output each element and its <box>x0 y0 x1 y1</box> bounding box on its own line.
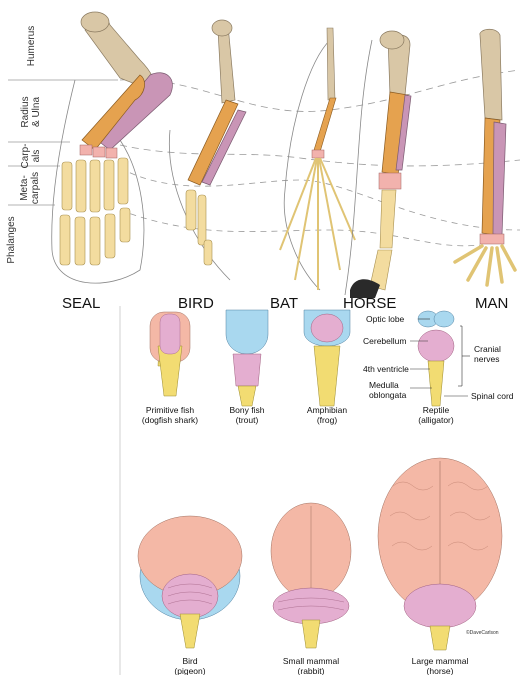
brain-comparison-diagram: Primitive fish(dogfish shark) Bony fish(… <box>118 306 525 675</box>
cerebellum-label: Cerebellum <box>363 336 406 346</box>
bony-fish-caption: Bony fish(trout) <box>230 405 265 425</box>
bird-limb <box>169 20 246 280</box>
man-limb <box>455 29 515 285</box>
horse-limb <box>345 31 411 298</box>
reptile-brain: Optic lobe Cerebellum 4th ventricle Medu… <box>363 311 514 425</box>
bird-caption: Bird(pigeon) <box>174 656 205 675</box>
artist-credit: ©DaveCarlson <box>466 629 499 636</box>
metacarpals-label: Meta-carpals <box>19 172 41 204</box>
brain-comparison-svg: Primitive fish(dogfish shark) Bony fish(… <box>118 306 525 675</box>
small-mammal-brain: Small mammal(rabbit) <box>271 503 351 675</box>
reptile-caption: Reptile(alligator) <box>418 405 454 425</box>
large-mammal-brain: ©DaveCarlson Large mammal(horse) <box>378 458 502 675</box>
limb-homology-svg: Humerus Radius& Ulna Carp-als Meta-carpa… <box>0 0 525 312</box>
amphibian-brain: Amphibian(frog) <box>304 310 350 425</box>
radius-ulna-label: Radius& Ulna <box>20 96 42 127</box>
phalanges-label: Phalanges <box>6 216 17 263</box>
small-mammal-caption: Small mammal(rabbit) <box>283 656 339 675</box>
bony-fish-brain: Bony fish(trout) <box>226 310 268 425</box>
optic-lobe-label: Optic lobe <box>366 314 405 324</box>
primitive-fish-caption: Primitive fish(dogfish shark) <box>142 405 198 425</box>
amphibian-caption: Amphibian(frog) <box>307 405 347 425</box>
limb-homology-diagram: Humerus Radius& Ulna Carp-als Meta-carpa… <box>0 0 525 312</box>
spinal-cord-label: Spinal cord <box>471 391 514 401</box>
carpals-label: Carp-als <box>20 143 42 168</box>
seal-limb <box>52 12 173 283</box>
humerus-label: Humerus <box>26 26 37 67</box>
large-mammal-caption: Large mammal(horse) <box>412 656 469 675</box>
fourth-ventricle-label: 4th ventricle <box>363 364 409 374</box>
bird-brain: Bird(pigeon) <box>138 516 242 675</box>
seal-label: SEAL <box>62 295 100 312</box>
bat-limb <box>280 28 355 290</box>
bone-labels: Humerus Radius& Ulna Carp-als Meta-carpa… <box>6 26 42 264</box>
primitive-fish-brain: Primitive fish(dogfish shark) <box>142 312 198 425</box>
